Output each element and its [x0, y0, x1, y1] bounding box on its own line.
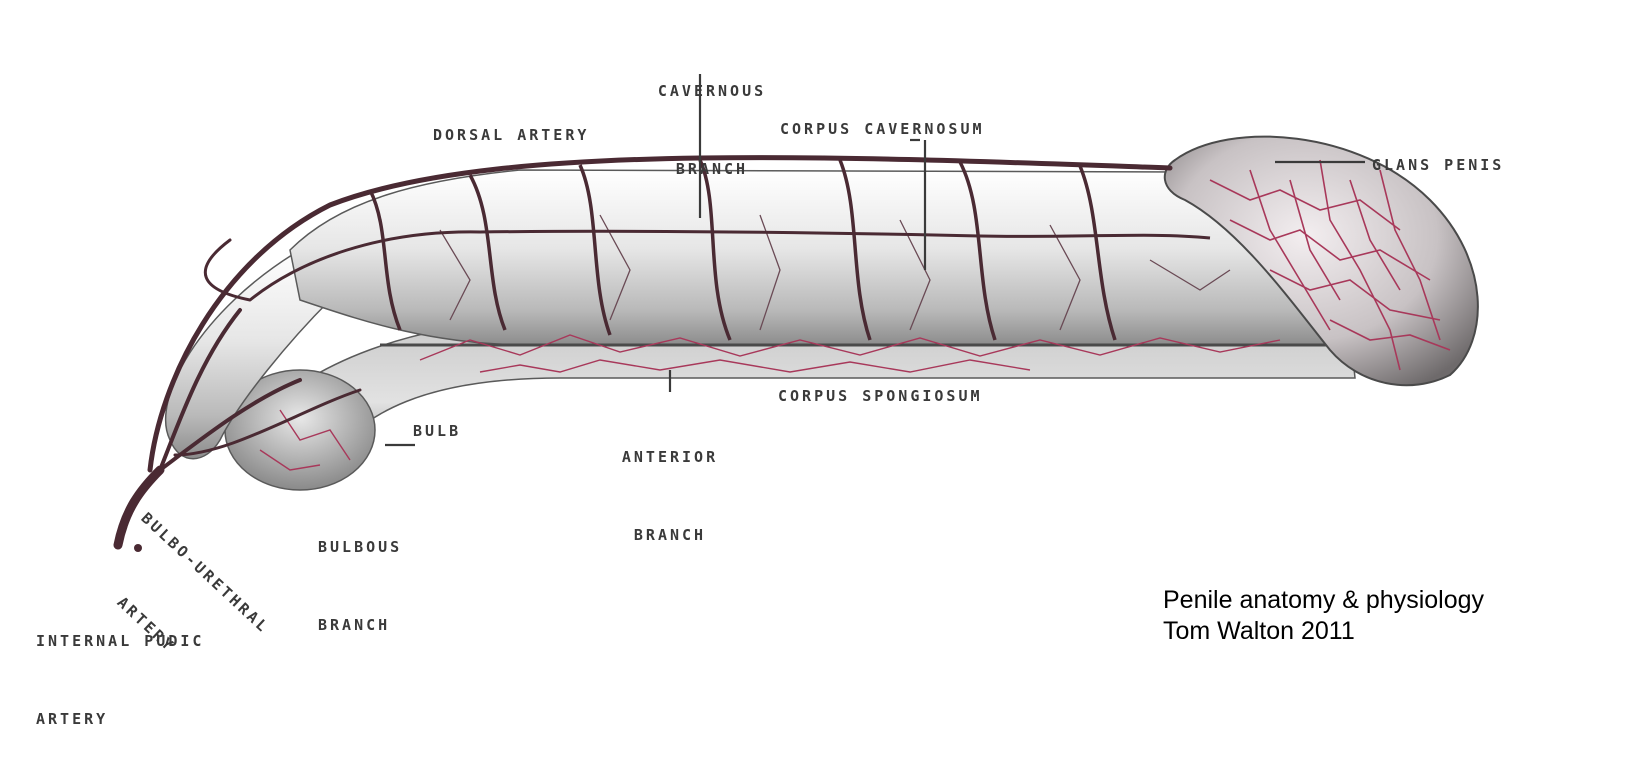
caption-author: Tom Walton 2011 [1163, 616, 1484, 647]
label-anterior-branch: ANTERIOR BRANCH [585, 392, 755, 574]
label-bulb: BULB [413, 418, 461, 444]
label-bulbous-line2: BRANCH [318, 612, 402, 638]
label-dorsal-artery: DORSAL ARTERY [433, 122, 589, 148]
label-corpus-spongiosum: CORPUS SPONGIOSUM [778, 383, 983, 409]
label-cavernous-line1: CAVERNOUS [622, 78, 802, 104]
label-pudic-line2: ARTERY [36, 706, 204, 732]
label-corpus-cavernosum: CORPUS CAVERNOSUM [780, 116, 985, 142]
corpus-cavernosum-shape [290, 170, 1330, 345]
label-bulbous-branch: BULBOUS BRANCH [318, 482, 402, 664]
label-internal-pudic-artery: INTERNAL PUDIC ARTERY [36, 576, 204, 758]
label-cavernous-line2: BRANCH [622, 156, 802, 182]
label-anterior-line1: ANTERIOR [585, 444, 755, 470]
caption-title: Penile anatomy & physiology [1163, 585, 1484, 616]
label-cavernous-branch: CAVERNOUS BRANCH [622, 26, 802, 208]
label-anterior-line2: BRANCH [585, 522, 755, 548]
label-glans-penis: GLANS PENIS [1372, 152, 1504, 178]
label-pudic-line1: INTERNAL PUDIC [36, 628, 204, 654]
caption: Penile anatomy & physiology Tom Walton 2… [1163, 585, 1484, 647]
label-bulbous-line1: BULBOUS [318, 534, 402, 560]
